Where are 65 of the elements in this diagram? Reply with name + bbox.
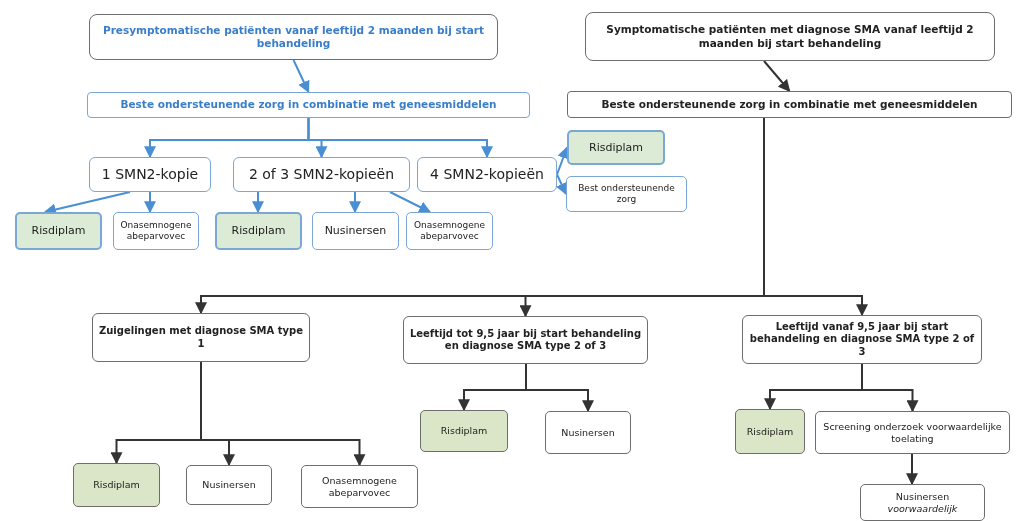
box-text: Onasemnogene abeparvovec xyxy=(413,219,486,243)
process-box xyxy=(815,411,1010,454)
process-box xyxy=(735,409,805,454)
box-text: Screening onderzoek voorwaardelijke toelating xyxy=(822,420,1003,445)
process-box xyxy=(545,411,631,454)
arrow xyxy=(144,191,156,214)
process-box xyxy=(233,157,410,192)
process-box xyxy=(301,465,418,508)
arrow xyxy=(349,191,361,214)
process-box xyxy=(403,316,648,364)
process-box xyxy=(92,313,310,362)
box-text: Onasemnogene abeparvovec xyxy=(119,219,193,243)
box-text: Nusinersen xyxy=(324,224,387,238)
box-text: Symptomatische patiënten met diagnose SMA vanaf leeftijd 2 maanden bij start behandeling xyxy=(605,23,975,50)
box-text: Risdiplam xyxy=(440,425,488,437)
arrow xyxy=(763,117,868,317)
process-box xyxy=(566,176,687,212)
process-box xyxy=(567,130,665,165)
process-box xyxy=(567,91,1012,118)
process-box xyxy=(186,465,272,505)
process-box xyxy=(87,92,530,118)
box-text: Risdiplam xyxy=(589,140,643,155)
box-text: Nusinersen xyxy=(895,490,950,503)
arrow xyxy=(556,173,567,196)
box-text: Risdiplam xyxy=(31,224,86,238)
arrow xyxy=(252,191,264,214)
box-text: Onasemnogene abeparvovec xyxy=(321,474,398,499)
box-text: Nusinersen xyxy=(561,426,615,439)
box-text: Beste ondersteunende zorg in combinatie met geneesmiddelen xyxy=(601,97,978,112)
process-box xyxy=(742,315,982,364)
box-text: Best ondersteunende zorg xyxy=(577,182,676,206)
box-text: Zuigelingen met diagnose SMA type 1 xyxy=(98,325,304,350)
box-text: Beste ondersteunende zorg in combinatie met geneesmiddelen xyxy=(120,98,497,112)
box-text: Risdiplam xyxy=(231,224,286,238)
process-box xyxy=(312,212,399,250)
arrow xyxy=(525,363,594,413)
arrow xyxy=(292,59,310,94)
arrow xyxy=(307,117,493,159)
box-text: Leeftijd tot 9,5 jaar bij start behandeling en diagnose SMA type 2 of 3 xyxy=(409,327,642,353)
process-box xyxy=(215,212,302,250)
process-box xyxy=(89,14,498,60)
box-text: Risdiplam xyxy=(746,425,794,438)
process-box xyxy=(89,157,211,192)
process-box xyxy=(417,157,557,192)
arrow xyxy=(861,363,919,413)
process-box xyxy=(420,410,508,452)
box-text: 1 SMN2-kopie xyxy=(101,165,199,184)
box-text: 4 SMN2-kopieën xyxy=(430,165,544,184)
arrow xyxy=(763,60,791,92)
box-text: Presymptomatische patiënten vanaf leeftijd 2 maanden bij start behandeling xyxy=(102,23,485,51)
process-box xyxy=(15,212,102,250)
box-text: Risdiplam xyxy=(93,479,140,491)
process-box xyxy=(860,484,985,521)
box-text: Nusinersen xyxy=(202,479,256,491)
box-text: Leeftijd vanaf 9,5 jaar bij start behandeling en diagnose SMA type 2 of 3 xyxy=(748,320,976,359)
box-text: voorwaardelijk xyxy=(887,502,958,515)
arrow xyxy=(389,191,432,213)
process-box xyxy=(585,12,995,61)
arrow xyxy=(200,361,366,467)
box-text: 2 of 3 SMN2-kopieën xyxy=(248,165,395,184)
process-box xyxy=(113,212,199,250)
process-box xyxy=(406,212,493,250)
arrow xyxy=(556,146,569,176)
arrow xyxy=(906,453,918,486)
process-box xyxy=(73,463,160,507)
